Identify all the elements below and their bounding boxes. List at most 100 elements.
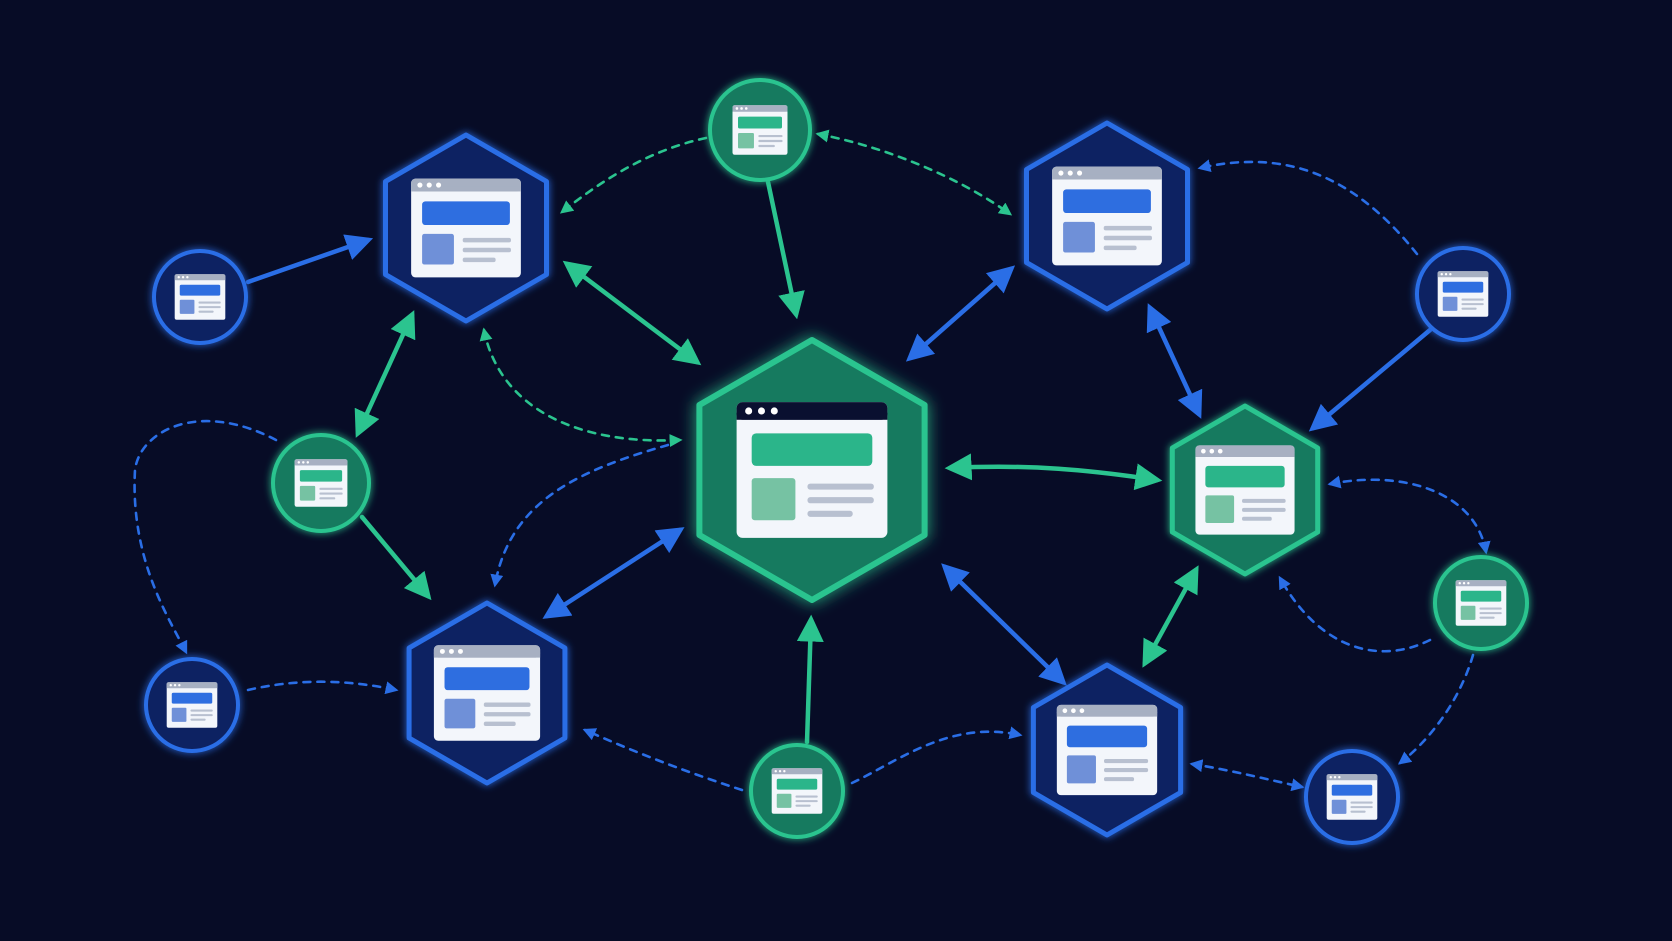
right-mid-circle-node[interactable] bbox=[1433, 555, 1529, 651]
banner-block bbox=[1331, 784, 1373, 796]
text-line bbox=[1350, 810, 1366, 813]
text-line bbox=[758, 144, 775, 148]
connector-arrow-bottom-left-hex-to-hub bbox=[542, 527, 685, 619]
browser-window-icon bbox=[294, 459, 348, 507]
text-line bbox=[1103, 235, 1152, 241]
browser-window-icon bbox=[736, 402, 888, 538]
bottom-circle-node[interactable] bbox=[749, 743, 845, 839]
window-dot bbox=[297, 461, 301, 464]
left-circle-node[interactable] bbox=[152, 249, 248, 345]
dashed-connector-bottom-left-circle-to-bottom-left-hex bbox=[246, 680, 399, 695]
window-dot bbox=[774, 770, 777, 773]
banner-block bbox=[1066, 725, 1148, 748]
bottom-right-hex-node[interactable] bbox=[1030, 662, 1184, 838]
image-block bbox=[171, 707, 187, 722]
image-block bbox=[1460, 605, 1476, 620]
connector-arrow-hub-to-bottom-right-hex bbox=[941, 563, 1067, 686]
text-line bbox=[198, 306, 221, 309]
connection-layer bbox=[133, 129, 1491, 792]
window-dot bbox=[1467, 582, 1470, 585]
browser-window-icon bbox=[1455, 580, 1507, 626]
banner-block bbox=[751, 433, 873, 466]
browser-window-icon bbox=[174, 274, 226, 320]
window-dot bbox=[178, 684, 181, 687]
top-right-hex-node[interactable] bbox=[1024, 120, 1190, 312]
mid-left-circle-node[interactable] bbox=[271, 433, 371, 533]
window-dot bbox=[1058, 170, 1064, 176]
connector-arrow-right-top-circle-to-right-hex bbox=[1308, 327, 1433, 432]
right-top-circle-node[interactable] bbox=[1415, 246, 1511, 342]
text-line bbox=[1479, 616, 1495, 619]
browser-window-icon bbox=[771, 768, 823, 814]
text-line bbox=[795, 795, 818, 798]
text-line bbox=[1350, 801, 1373, 804]
banner-block bbox=[738, 116, 782, 129]
dashed-connector-right-top-circle-to-top-right-hex bbox=[1197, 159, 1419, 256]
node-layer bbox=[144, 78, 1529, 845]
text-line bbox=[319, 487, 343, 490]
image-block bbox=[444, 698, 476, 729]
bottom-right-circle-node[interactable] bbox=[1304, 749, 1400, 845]
top-circle-node[interactable] bbox=[708, 78, 812, 182]
window-dot bbox=[173, 684, 177, 687]
text-line bbox=[462, 257, 496, 263]
text-line bbox=[198, 310, 214, 313]
text-line bbox=[462, 237, 511, 243]
browser-window-icon bbox=[166, 682, 218, 728]
text-line bbox=[319, 497, 336, 500]
dashed-connector-top-left-hex-to-hub bbox=[479, 327, 683, 448]
dashed-connector-right-mid-circle-to-right-hex bbox=[1278, 575, 1432, 653]
window-dot bbox=[306, 461, 310, 464]
dashed-connector-bottom-right-hex-to-bottom-right-circle bbox=[1189, 759, 1305, 792]
bottom-left-hex-node[interactable] bbox=[406, 600, 568, 786]
connector-arrow-mid-left-circle-to-bottom-left-hex bbox=[359, 514, 432, 601]
window-dot bbox=[1217, 448, 1223, 454]
connector-arrow-top-left-hex-to-hub bbox=[562, 260, 702, 366]
window-dot bbox=[177, 276, 180, 279]
text-line bbox=[1479, 612, 1502, 615]
banner-block bbox=[299, 470, 343, 482]
text-line bbox=[1461, 298, 1484, 301]
connector-arrow-top-left-hex-to-mid-left-circle bbox=[354, 310, 416, 438]
dashed-connector-top-circle-to-top-left-hex bbox=[559, 136, 708, 214]
window-dot bbox=[448, 648, 454, 654]
window-dot bbox=[457, 648, 463, 654]
text-line bbox=[807, 497, 874, 504]
banner-block bbox=[1442, 281, 1484, 293]
text-line bbox=[462, 247, 511, 253]
bottom-left-circle-node[interactable] bbox=[144, 657, 240, 753]
window-dot bbox=[1067, 170, 1073, 176]
top-left-hex-node[interactable] bbox=[383, 132, 549, 324]
dashed-connector-bottom-circle-to-bottom-left-hex bbox=[582, 728, 744, 792]
hub-node[interactable] bbox=[696, 337, 928, 603]
window-dot bbox=[169, 684, 172, 687]
text-line bbox=[758, 134, 783, 138]
text-line bbox=[807, 510, 853, 517]
text-line bbox=[483, 721, 516, 726]
image-block bbox=[751, 478, 796, 521]
text-line bbox=[807, 483, 874, 490]
window-dot bbox=[1329, 776, 1332, 779]
window-dot bbox=[1440, 273, 1443, 276]
window-dot bbox=[1201, 448, 1206, 454]
banner-block bbox=[1460, 590, 1502, 602]
window-dot bbox=[1076, 170, 1083, 176]
window-dot bbox=[757, 407, 766, 415]
right-hex-node[interactable] bbox=[1169, 403, 1321, 577]
image-block bbox=[776, 793, 792, 808]
window-dot bbox=[735, 107, 739, 110]
text-line bbox=[190, 718, 206, 721]
connector-arrow-right-hex-to-bottom-right-hex bbox=[1142, 565, 1199, 668]
banner-block bbox=[776, 778, 818, 790]
window-dot bbox=[1444, 273, 1448, 276]
connector-arrow-left-circle-to-top-left-hex bbox=[245, 234, 374, 285]
text-line bbox=[190, 709, 213, 712]
window-dot bbox=[1062, 708, 1068, 714]
banner-block bbox=[1205, 465, 1285, 488]
window-dot bbox=[740, 107, 743, 110]
text-line bbox=[1242, 498, 1286, 503]
text-line bbox=[319, 492, 343, 495]
window-dot bbox=[1449, 273, 1452, 276]
window-dot bbox=[186, 276, 189, 279]
image-block bbox=[1331, 799, 1347, 814]
